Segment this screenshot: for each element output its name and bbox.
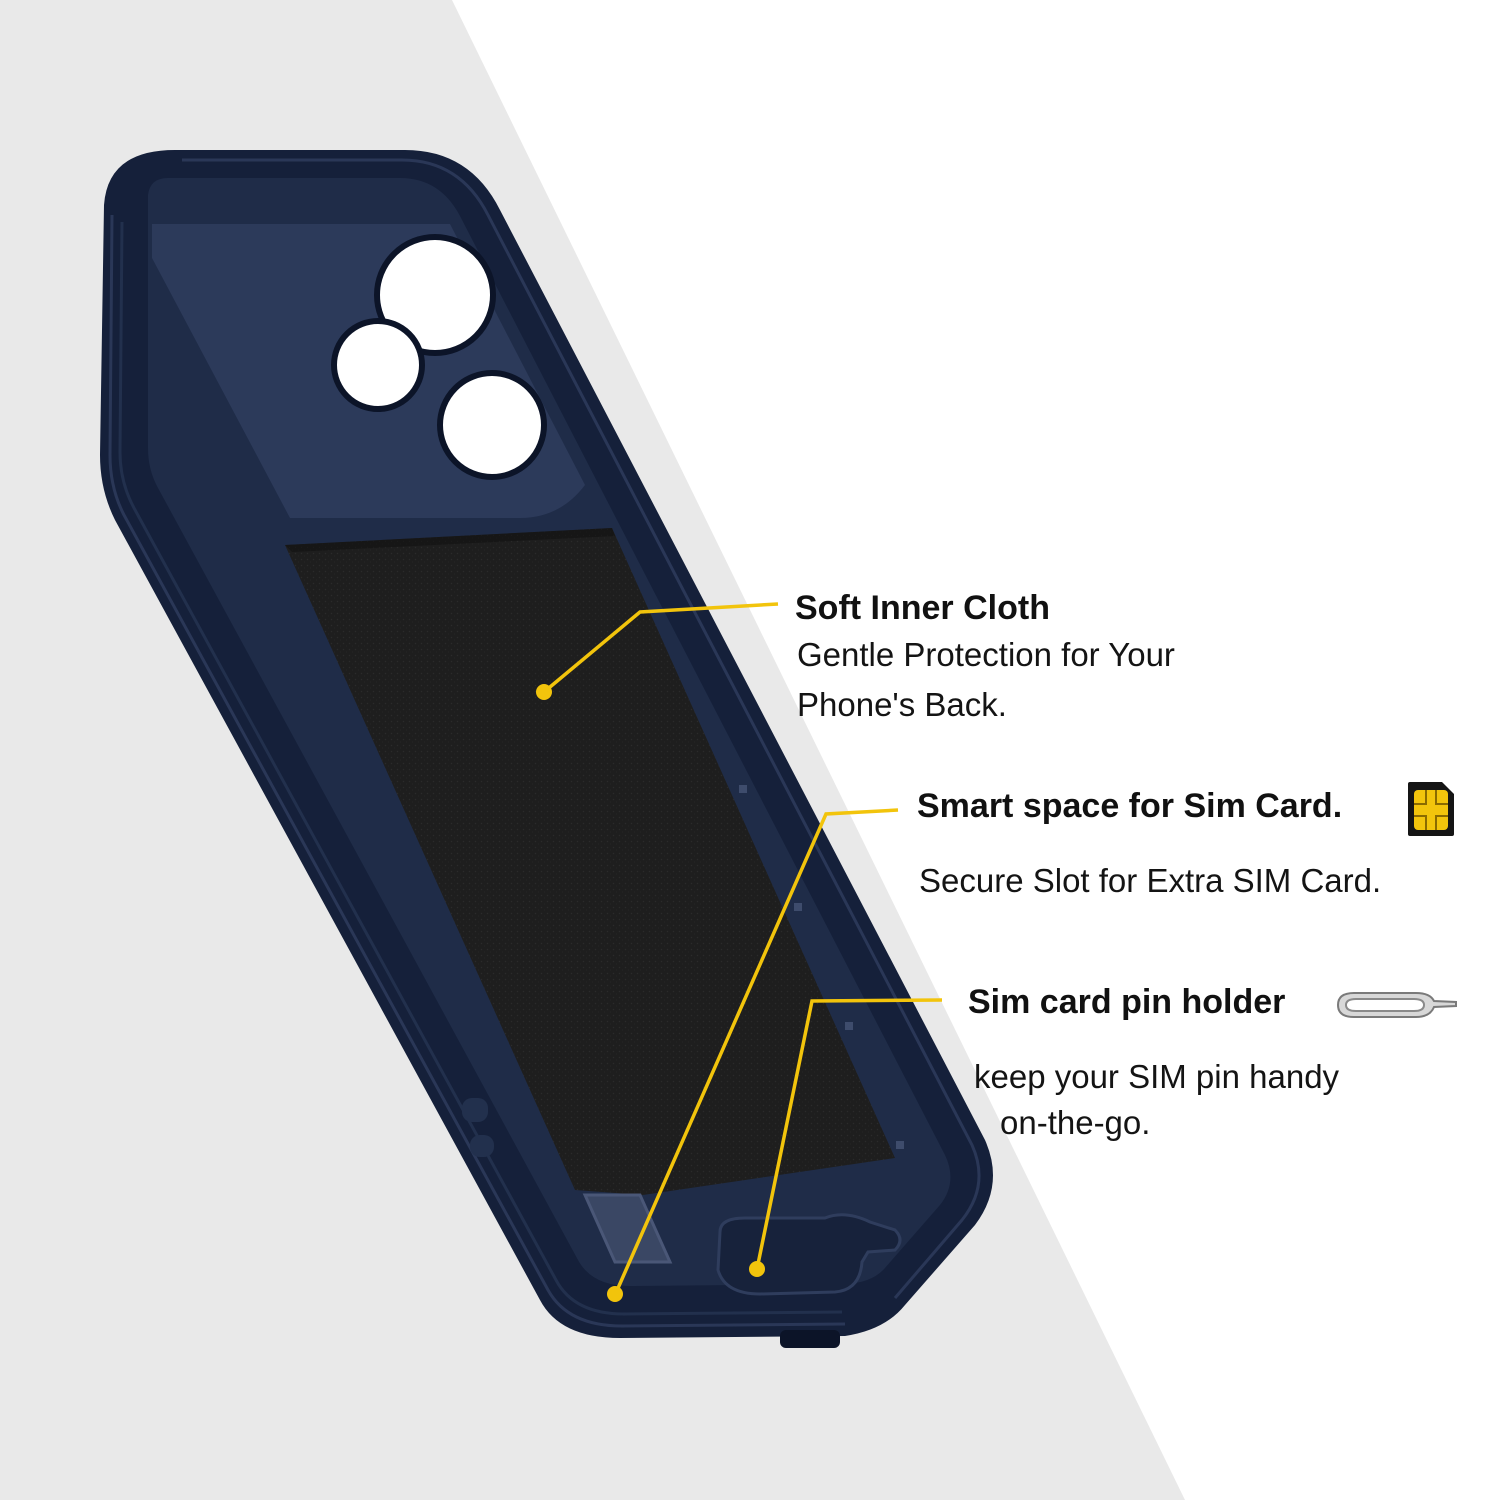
camera-cutout-large	[374, 234, 496, 356]
leader-line-pin	[755, 998, 943, 1270]
side-button-bump-1	[462, 1098, 488, 1122]
callout-leaders	[536, 602, 943, 1302]
edge-marker-1	[739, 785, 747, 793]
camera-cutout-bottom	[437, 370, 547, 480]
sim-card-icon	[1408, 782, 1454, 836]
phone-case	[100, 150, 993, 1348]
callout-desc-pin-line2: on-the-go.	[1000, 1104, 1151, 1141]
edge-marker-3	[845, 1022, 853, 1030]
callout-title-pin: Sim card pin holder	[968, 983, 1286, 1021]
camera-cutout-left	[331, 318, 425, 412]
callout-desc-cloth-line2: Phone's Back.	[797, 686, 1007, 723]
callout-sim-card-space: Smart space for Sim Card. Secure Slot fo…	[917, 786, 1381, 899]
leader-dot-sim	[607, 1286, 623, 1302]
sim-card-slot	[582, 1193, 673, 1264]
callout-sim-pin-holder: Sim card pin holder keep your SIM pin ha…	[968, 982, 1339, 1141]
charging-port-cutout	[780, 1330, 840, 1348]
edge-marker-4	[896, 1141, 904, 1149]
case-rib-3	[118, 221, 843, 1316]
callout-soft-inner-cloth: Soft Inner Cloth Gentle Protection for Y…	[795, 588, 1175, 728]
callout-desc-sim: Secure Slot for Extra SIM Card.	[919, 862, 1382, 899]
callout-title-sim: Smart space for Sim Card.	[917, 787, 1343, 825]
case-rib-1	[182, 158, 981, 1299]
leader-line-sim	[613, 808, 899, 1296]
case-rib-2	[108, 214, 846, 1328]
callout-desc-cloth-line1: Gentle Protection for Your	[797, 636, 1175, 673]
cloth-edge-shadow	[285, 528, 615, 552]
leader-dot-pin	[749, 1261, 765, 1277]
sim-eject-pin-icon	[1336, 992, 1457, 1018]
callout-desc-pin-line1: keep your SIM pin handy	[974, 1058, 1340, 1095]
side-button-bump-2	[470, 1135, 494, 1157]
edge-marker-2	[794, 903, 802, 911]
leader-line-cloth	[542, 602, 779, 694]
soft-inner-cloth	[285, 528, 895, 1195]
leader-dot-cloth	[536, 684, 552, 700]
callout-title-cloth: Soft Inner Cloth	[795, 589, 1050, 627]
